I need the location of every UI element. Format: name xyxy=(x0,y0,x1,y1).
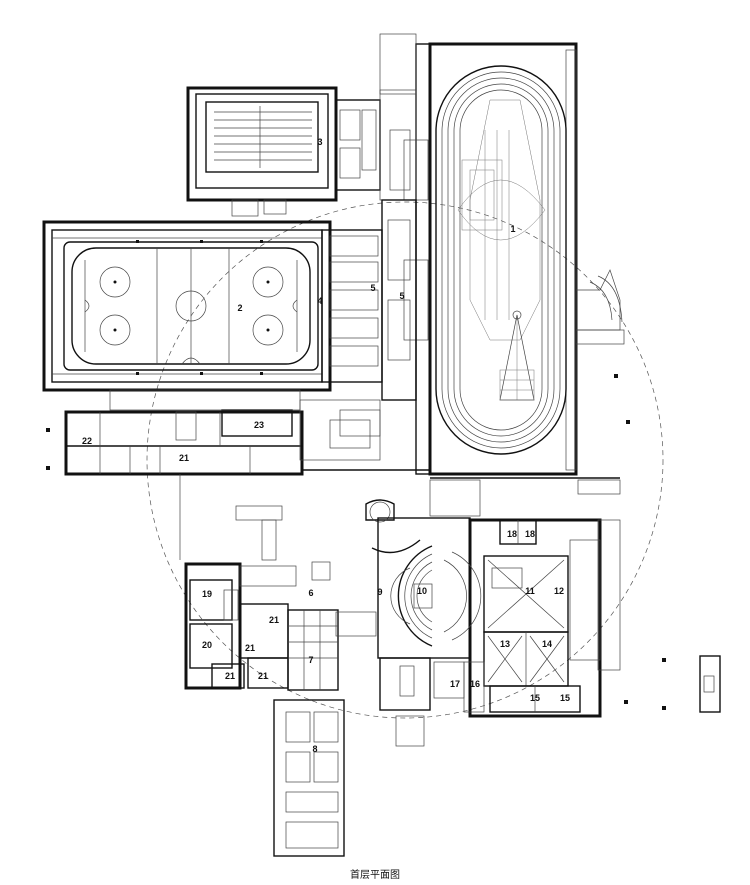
room-label-19: 19 xyxy=(202,589,212,599)
room-label-21c: 21 xyxy=(245,643,255,653)
room-label-15a: 15 xyxy=(530,693,540,703)
room-label-21e: 21 xyxy=(258,671,268,681)
west-block xyxy=(184,561,377,857)
room-label-9: 9 xyxy=(377,587,382,597)
room-label-14: 14 xyxy=(542,639,552,649)
room-label-15b: 15 xyxy=(560,693,570,703)
lobby xyxy=(179,419,621,561)
room-label-21a: 21 xyxy=(179,453,189,463)
ice-rink xyxy=(42,199,417,401)
columns xyxy=(46,240,666,710)
theatre xyxy=(377,517,621,747)
room-labels: 1 2 3 4 5 5 6 7 8 9 10 11 12 13 14 15 15… xyxy=(82,137,570,754)
room-label-21b: 21 xyxy=(269,615,279,625)
classroom-block xyxy=(64,389,381,476)
room-label-10: 10 xyxy=(417,586,427,596)
room-label-2: 2 xyxy=(237,303,242,313)
room-label-13: 13 xyxy=(500,639,510,649)
room-label-4: 4 xyxy=(317,296,322,306)
plan-caption: 首层平面图 xyxy=(350,870,400,881)
site-circle xyxy=(146,201,664,719)
room-label-21d: 21 xyxy=(225,671,235,681)
room-label-7: 7 xyxy=(308,655,313,665)
track-hall xyxy=(379,33,625,476)
room-label-1: 1 xyxy=(510,224,515,234)
room-label-18b: 18 xyxy=(525,529,535,539)
room-label-11: 11 xyxy=(525,586,535,596)
room-label-23: 23 xyxy=(254,420,264,430)
room-label-12: 12 xyxy=(554,586,564,596)
room-label-17: 17 xyxy=(450,679,460,689)
room-label-6: 6 xyxy=(308,588,313,598)
outbuilding xyxy=(699,655,721,713)
pool-hall xyxy=(186,86,417,217)
room-label-5b: 5 xyxy=(399,291,404,301)
room-label-5a: 5 xyxy=(370,283,375,293)
room-label-18a: 18 xyxy=(507,529,517,539)
room-label-22: 22 xyxy=(82,436,92,446)
room-label-3: 3 xyxy=(317,137,322,147)
room-label-8: 8 xyxy=(312,744,317,754)
room-label-16: 16 xyxy=(470,679,480,689)
room-label-20: 20 xyxy=(202,640,212,650)
